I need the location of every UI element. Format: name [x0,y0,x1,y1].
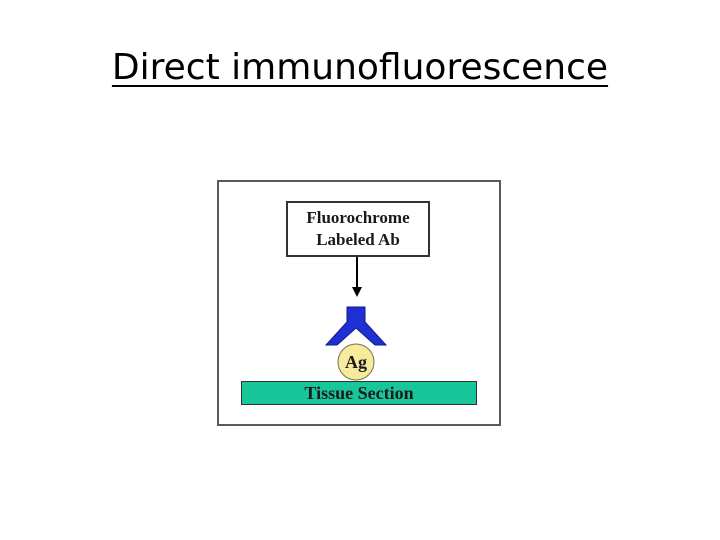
label-line-1: Fluorochrome [306,208,410,227]
tissue-section-label: Tissue Section [304,382,414,403]
antigen-circle [337,343,375,381]
antigen-label: Ag [345,351,367,372]
tissue-section-bar: Tissue Section [241,381,477,405]
label-line-2: Labeled Ab [316,230,400,249]
antibody-shape [324,306,388,346]
slide-title-text: Direct immunofluorescence [111,47,609,88]
fluorochrome-label-box: Fluorochrome Labeled Ab [286,201,430,257]
slide-title: Direct immunofluorescence [0,40,720,96]
